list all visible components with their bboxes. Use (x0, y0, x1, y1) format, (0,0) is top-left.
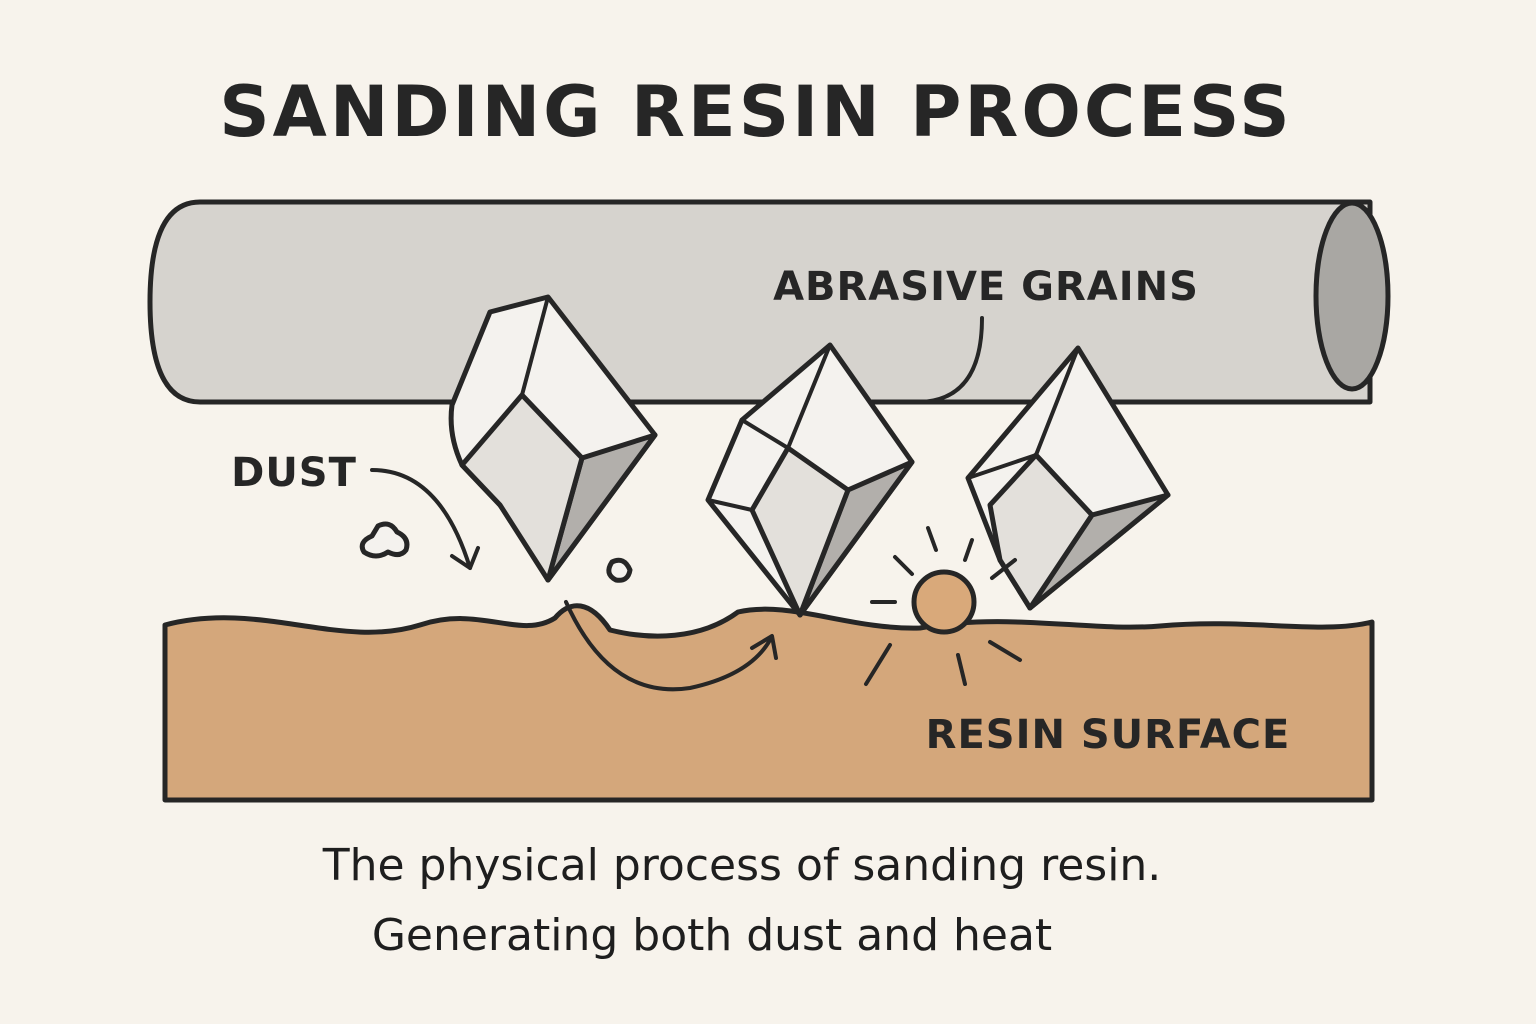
dust-arrow-line (370, 468, 472, 570)
abrasive-grains-label: ABRASIVE GRAINS (773, 264, 1199, 310)
abrasive-grain-right (965, 345, 1171, 611)
dust-particles (359, 521, 633, 583)
material-flow-arrow (564, 600, 778, 692)
flow-arrow-line (564, 600, 772, 692)
roller-body (147, 199, 1373, 405)
heat-rays (864, 526, 1022, 686)
dust-label: DUST (231, 450, 357, 496)
heat-icon (864, 526, 1022, 686)
grain-middle-top-face (749, 445, 851, 618)
resin-surface-block (162, 603, 1375, 803)
grain-right-top-face (987, 452, 1095, 611)
grain-middle-ridge (706, 343, 832, 512)
heat-sun-circle (911, 569, 977, 635)
resin-surface-label: RESIN SURFACE (926, 712, 1291, 758)
abrasive-grain-left (448, 294, 658, 583)
abrasive-grain-middle (705, 342, 915, 618)
dust-arrow-head (450, 546, 480, 570)
dust-particle-large (359, 521, 410, 559)
abrasive-grains-leader (918, 316, 984, 404)
caption-line-1: The physical process of sanding resin. (322, 840, 1162, 891)
dust-particle-small (606, 557, 633, 583)
diagram-title: SANDING RESIN PROCESS (219, 71, 1292, 153)
caption-line-2: Generating both dust and heat (372, 910, 1052, 961)
dust-arrow (370, 468, 480, 570)
flow-arrow-head (750, 634, 778, 660)
grain-left-ridge (520, 295, 657, 460)
roller-end-cap (1313, 200, 1391, 392)
sanding-roller (147, 199, 1391, 405)
grain-right-ridge (966, 346, 1080, 480)
